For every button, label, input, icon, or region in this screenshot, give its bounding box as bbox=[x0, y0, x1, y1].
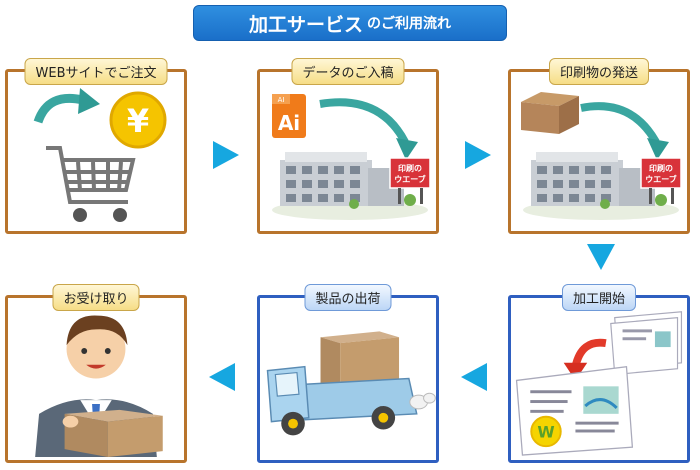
receiving-person-scene bbox=[35, 315, 163, 457]
delivery-truck-icon bbox=[266, 331, 436, 436]
step-data-submission: データのご入稿 AI Ai 印刷の ウエーブ bbox=[257, 58, 439, 234]
step-product-shipping: 製品の出荷 bbox=[257, 284, 439, 463]
data-submission-scene: AI Ai 印刷の ウエーブ bbox=[272, 94, 431, 220]
flow-arrow-left-2 bbox=[209, 363, 235, 391]
step-label: お受け取り bbox=[52, 284, 140, 311]
flow-arrow-down bbox=[587, 244, 615, 270]
processing-scene: W bbox=[515, 311, 683, 456]
svg-text:¥: ¥ bbox=[127, 102, 149, 140]
step-label: 製品の出荷 bbox=[304, 284, 392, 311]
title-main: 加工サービス bbox=[248, 13, 363, 36]
svg-text:Ai: Ai bbox=[278, 111, 300, 135]
print-shipment-scene: 印刷の ウエーブ bbox=[521, 92, 682, 220]
curved-arrow-icon bbox=[33, 93, 85, 124]
shopping-cart-icon bbox=[46, 146, 136, 204]
flow-arrow-right-2 bbox=[465, 141, 491, 169]
ai-file-icon: AI Ai bbox=[272, 94, 306, 138]
curved-arrow-icon bbox=[319, 98, 409, 144]
svg-text:W: W bbox=[537, 422, 554, 441]
step-receive: お受け取り bbox=[5, 284, 187, 463]
company-sign: 印刷の ウエーブ bbox=[389, 157, 431, 204]
delivery-truck-scene bbox=[266, 331, 436, 436]
cardboard-box-icon bbox=[62, 409, 163, 457]
step-label: 加工開始 bbox=[561, 284, 637, 311]
step-processing-start: 加工開始 W bbox=[508, 284, 690, 463]
flow-arrow-right-1 bbox=[213, 141, 239, 169]
step-label: データのご入稿 bbox=[291, 58, 405, 85]
step-print-shipment: 印刷物の発送 印刷の ウエーブ bbox=[508, 58, 690, 234]
flyer-paper-icon bbox=[515, 365, 634, 456]
flow-arrow-left-1 bbox=[461, 363, 487, 391]
shopping-cart-scene: ¥ bbox=[33, 88, 167, 222]
step-web-order: WEBサイトでご注文 ¥ bbox=[5, 58, 187, 234]
stacked-paper-icon bbox=[610, 311, 683, 376]
svg-text:ウエーブ: ウエーブ bbox=[394, 174, 426, 184]
svg-text:印刷の: 印刷の bbox=[398, 163, 422, 173]
w-logo-icon: W bbox=[530, 415, 562, 448]
svg-text:ウエーブ: ウエーブ bbox=[645, 174, 677, 184]
curved-arrow-icon bbox=[571, 338, 607, 368]
svg-text:印刷の: 印刷の bbox=[649, 163, 673, 173]
svg-text:AI: AI bbox=[278, 96, 285, 104]
step-label: WEBサイトでご注文 bbox=[24, 58, 168, 85]
company-sign: 印刷の ウエーブ bbox=[640, 157, 682, 204]
step-label: 印刷物の発送 bbox=[548, 58, 650, 85]
title-sub: のご利用流れ bbox=[367, 16, 451, 32]
curved-arrow-icon bbox=[580, 102, 660, 145]
flow-title: 加工サービス のご利用流れ bbox=[193, 5, 507, 41]
yen-coin-icon: ¥ bbox=[109, 91, 167, 149]
cardboard-box-icon bbox=[521, 92, 579, 134]
